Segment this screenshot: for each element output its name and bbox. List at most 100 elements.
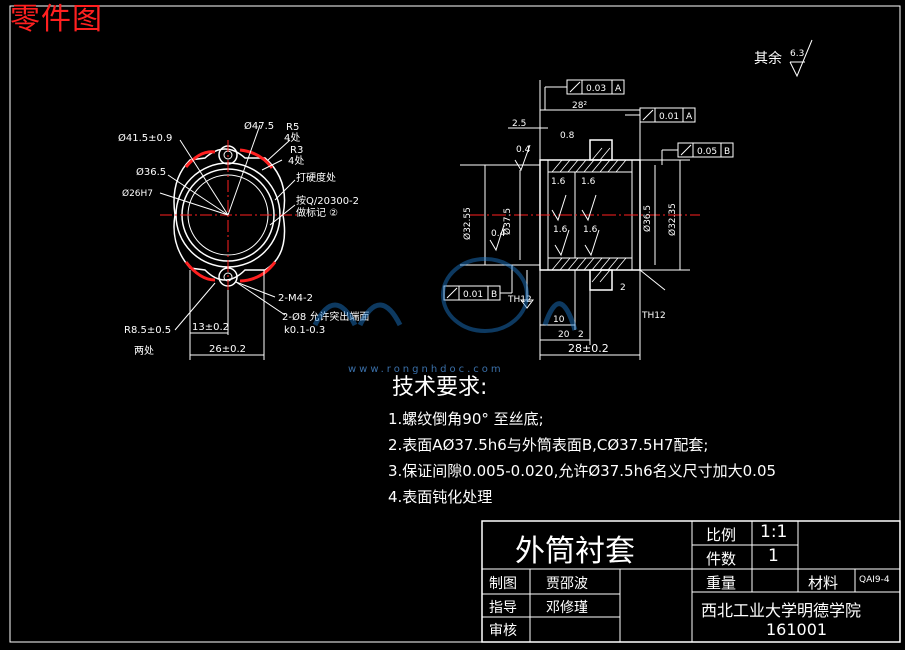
label-d415: Ø41.5±0.9 [118, 132, 172, 144]
label-hardness: 打硬度处 [296, 171, 336, 184]
watermark-text: www.rongnhdoc.com [348, 364, 504, 375]
roughness-4 [489, 224, 505, 252]
school-name: 西北工业大学明德学院 [701, 601, 862, 620]
scale-value: 1:1 [760, 522, 788, 542]
drawing-number: QAI9-4 [859, 575, 890, 585]
red-edge-top-right [239, 148, 274, 169]
label-dim28: 28±0.2 [568, 342, 609, 355]
label-r04b: 0.4 [491, 229, 506, 239]
roughness-5 [554, 229, 570, 257]
label-d3235: Ø32.35 [667, 203, 678, 236]
label-k: k0.1-0.3 [284, 325, 325, 336]
fcf-a1-value: 0.03 [586, 84, 606, 94]
red-edge-top-left [184, 150, 216, 168]
label-dim20: 20 [558, 330, 570, 340]
drawn-name: 贾邵波 [546, 576, 588, 592]
label-dim25: 2.5 [512, 119, 526, 129]
label-r16b: 1.6 [581, 177, 596, 187]
label-standard: 按Q/20300-2 [296, 194, 359, 207]
leader-chamfer [639, 269, 666, 291]
requirement-item: 4.表面钝化处理 [388, 488, 493, 506]
end-view [159, 124, 300, 360]
review-label: 审核 [489, 623, 517, 639]
label-th-left: TH12 [507, 295, 532, 305]
leader-d365 [167, 174, 229, 216]
roughness-3 [581, 194, 597, 222]
requirement-item: 3.保证间隙0.005-0.020,允许Ø37.5h6名义尺寸加大0.05 [388, 462, 777, 480]
page-title: 零件图 [10, 2, 103, 37]
weight-label: 重量 [706, 574, 737, 592]
fcf-a1-datum: A [615, 84, 622, 94]
scale-label: 比例 [706, 526, 737, 544]
fcf-a2-value: 0.01 [659, 112, 679, 122]
label-d365: Ø36.5 [136, 166, 166, 178]
roughness-other-value: 6.3 [790, 49, 804, 59]
section-view [443, 79, 734, 360]
drawn-label: 制图 [489, 576, 517, 592]
guide-name: 邓修瑾 [546, 600, 588, 616]
guide-label: 指导 [489, 600, 517, 616]
label-r85: R8.5±0.5 [124, 325, 171, 336]
red-edge-bottom-left [184, 261, 216, 282]
material-label: 材料 [808, 574, 839, 592]
title-block-lines [481, 520, 901, 643]
requirement-item: 1.螺纹倒角90° 至丝底; [388, 410, 544, 428]
label-dim13: 13±0.2 [192, 322, 229, 333]
leader-d415 [179, 139, 229, 216]
leader-holes [235, 281, 286, 316]
requirements-title: 技术要求: [392, 375, 488, 400]
fcf-b2-datum: B [491, 290, 497, 300]
label-marking: 做标记 ② [296, 206, 338, 219]
part-name: 外筒衬套 [515, 534, 635, 569]
label-dim26: 26±0.2 [209, 344, 246, 355]
label-th-right: TH12 [641, 311, 666, 321]
red-edge-bottom-right [239, 261, 277, 283]
fcf-b2-value: 0.01 [463, 290, 483, 300]
roughness-1 [514, 144, 531, 172]
label-d3255: Ø32.55 [462, 207, 473, 240]
label-r08: 0.8 [560, 131, 575, 141]
leader-r5 [267, 139, 291, 161]
label-dim2a: 2 [620, 283, 626, 293]
fcf-b1-value: 0.05 [697, 147, 717, 157]
leader-r85 [174, 282, 216, 331]
label-thread: 2-M4-2 [278, 293, 313, 304]
leader-hardness [274, 179, 296, 201]
label-dim282: 28² [572, 101, 587, 111]
label-r3: R3 [290, 145, 303, 156]
label-r16c: 1.6 [553, 225, 568, 235]
label-d475: Ø47.5 [244, 120, 274, 132]
label-r3-count: 4处 [288, 155, 304, 167]
watermark-logo [312, 257, 578, 333]
label-d365: Ø36.5 [642, 205, 653, 232]
roughness-2 [551, 194, 567, 222]
fcf-a2-datum: A [686, 112, 693, 122]
wall-top [547, 159, 633, 173]
roughness-other-label: 其余 [754, 50, 782, 67]
leader-r3 [261, 159, 283, 171]
leader-thread [235, 281, 276, 298]
section-view-labels: 0.03 A 0.01 A 0.05 B 0.01 B 28² 2.5 0.4 … [462, 84, 730, 355]
label-d375: Ø37.5 [502, 208, 513, 235]
label-r85-count: 两处 [134, 345, 154, 357]
label-r16d: 1.6 [583, 225, 598, 235]
label-dim2b: 2 [578, 330, 584, 340]
label-r5-count: 4处 [284, 132, 300, 144]
qty-value: 1 [768, 546, 779, 566]
label-holes: 2-Ø8 允许突出端面 [282, 310, 369, 323]
hatch-top [551, 147, 627, 173]
label-r5: R5 [286, 122, 299, 133]
fcf-b1-datum: B [724, 147, 730, 157]
class-number: 161001 [766, 620, 828, 639]
leader-standard [269, 204, 296, 226]
qty-label: 件数 [706, 550, 737, 568]
drawing-frame [9, 5, 901, 643]
wall-bottom [547, 257, 633, 271]
end-view-labels: Ø41.5±0.9 Ø47.5 R5 4处 R3 4处 Ø36.5 Ø26H7 … [118, 120, 369, 357]
leader-d475 [227, 124, 261, 216]
label-r16a: 1.6 [551, 177, 566, 187]
label-d26: Ø26H7 [122, 188, 153, 199]
hatch-bottom [551, 257, 627, 283]
